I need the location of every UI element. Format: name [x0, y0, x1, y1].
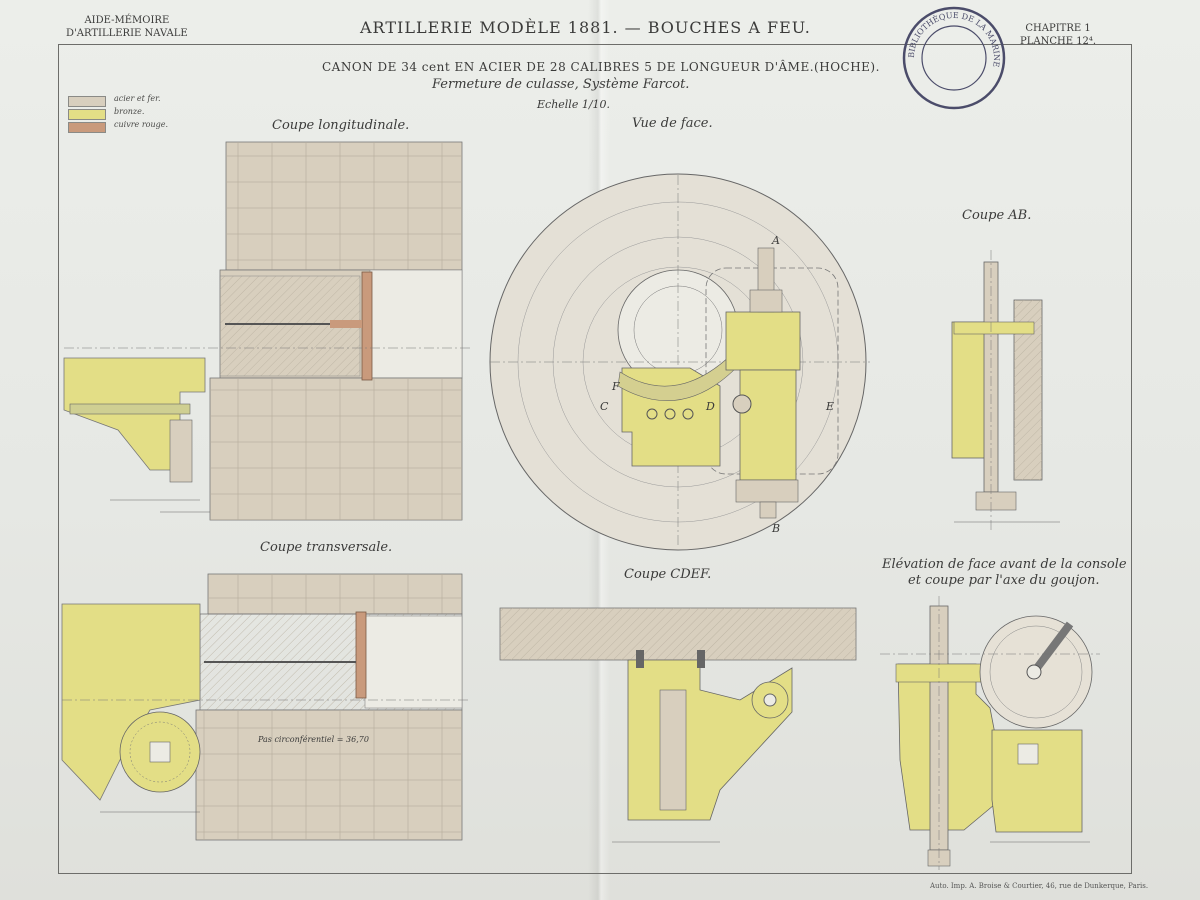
- view-coupe-transversale: [61, 573, 470, 841]
- label-coupe-ab: Coupe AB.: [962, 208, 1032, 223]
- header-right: CHAPITRE 1 PLANCHE 12⁴.: [1020, 22, 1096, 48]
- section-letter-c: C: [600, 400, 609, 413]
- label-elevation-line2: et coupe par l'axe du goujon.: [908, 573, 1100, 588]
- section-letter-b: B: [771, 522, 780, 535]
- section-letter-a: A: [771, 234, 780, 247]
- view-elevation-console: [880, 596, 1100, 870]
- label-coupe-longitudinale: Coupe longitudinale.: [272, 118, 410, 133]
- header-left: AIDE-MÉMOIRE D'ARTILLERIE NAVALE: [66, 14, 188, 40]
- view-coupe-longitudinale: [63, 141, 470, 521]
- legend-swatch: [68, 122, 106, 133]
- legend-label: acier et fer.: [114, 94, 161, 103]
- view-vue-de-face: [489, 173, 870, 551]
- header-title: ARTILLERIE MODÈLE 1881. — BOUCHES A FEU.: [360, 18, 811, 37]
- header-left-line2: D'ARTILLERIE NAVALE: [66, 28, 188, 39]
- stamp-icon: BIBLIOTHÈQUE DE LA MARINE: [902, 6, 1006, 110]
- view-coupe-cdef: [499, 607, 857, 843]
- section-letters: A B C D E F: [600, 234, 834, 535]
- legend-swatch: [68, 96, 106, 107]
- printer-footer: Auto. Imp. A. Broise & Courtier, 46, rue…: [930, 882, 1149, 890]
- section-letter-e: E: [825, 400, 834, 413]
- section-letter-d: D: [705, 400, 715, 413]
- legend-swatch: [68, 109, 106, 120]
- header-right-line2: PLANCHE 12⁴.: [1020, 36, 1097, 47]
- label-vue-de-face: Vue de face.: [632, 116, 713, 131]
- annotation-pas: Pas circonférentiel = 36,70: [257, 735, 369, 744]
- label-coupe-transversale: Coupe transversale.: [260, 540, 393, 555]
- scale-text: Echelle 1/10.: [537, 98, 611, 111]
- legend-label: cuivre rouge.: [114, 120, 169, 129]
- section-letter-f: F: [611, 380, 620, 393]
- label-elevation-line1: Elévation de face avant de la console: [882, 557, 1127, 572]
- header-left-line1: AIDE-MÉMOIRE: [84, 15, 170, 26]
- view-coupe-ab: [951, 250, 1060, 530]
- header-right-line1: CHAPITRE 1: [1025, 23, 1091, 34]
- drawing-subtitle: Fermeture de culasse, Système Farcot.: [432, 77, 690, 92]
- legend-label: bronze.: [114, 107, 145, 116]
- label-coupe-cdef: Coupe CDEF.: [624, 567, 712, 582]
- drawing-frame: [58, 44, 1132, 874]
- drawing-title: CANON DE 34 cent EN ACIER DE 28 CALIBRES…: [322, 60, 880, 74]
